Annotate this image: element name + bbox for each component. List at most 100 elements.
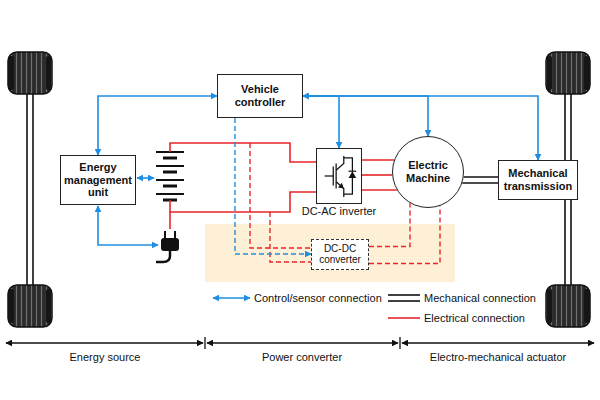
electrical-wire — [170, 143, 316, 229]
legend-sample — [388, 318, 420, 319]
drawing-part — [26, 94, 28, 285]
battery-symbol — [156, 152, 184, 200]
drawing-part — [170, 192, 316, 212]
axle — [27, 94, 571, 285]
electrical-connection-dashed — [369, 203, 440, 263]
control-connection — [303, 96, 428, 136]
transistor-stroke — [344, 158, 353, 171]
drawing-part — [584, 289, 589, 323]
drawing-part — [156, 193, 184, 195]
drawing-part — [164, 231, 166, 238]
transistor-stroke — [336, 182, 344, 197]
drawing-part — [8, 52, 52, 94]
control-connection-dashed — [235, 118, 311, 254]
drawing-part — [46, 56, 51, 90]
node-label: Electric Machine — [403, 159, 453, 184]
diode-symbol — [349, 171, 357, 178]
drawing-part — [163, 171, 177, 174]
node-label: Mechanical transmission — [503, 167, 573, 192]
mechanical-connection — [462, 177, 498, 183]
drawing-part — [546, 285, 590, 327]
node-label: DC-AC inverter — [302, 205, 377, 218]
transmission-box: Mechanical transmission — [498, 160, 578, 200]
mechanical-connection-line — [462, 182, 498, 184]
legend-sample-line — [213, 297, 250, 299]
transistor-arrow — [338, 183, 344, 189]
drawing-part — [156, 251, 170, 262]
node-label: Vehicle controller — [222, 83, 298, 108]
drawing-part — [570, 200, 572, 285]
transistor-stroke — [336, 164, 337, 189]
transistor-stroke — [344, 178, 353, 194]
drawing-part — [564, 200, 566, 285]
drawing-part — [6, 342, 203, 343]
drawing-part — [163, 157, 177, 160]
section-bracket — [6, 337, 594, 349]
plug-symbol — [156, 231, 179, 262]
drawing-part — [169, 212, 171, 229]
drawing-part — [32, 94, 34, 285]
section-label: Electro-mechanical actuator — [430, 350, 566, 364]
electrical-connection-line — [362, 174, 392, 176]
electrical-wire-dashed — [250, 143, 311, 262]
legend-sample — [388, 295, 420, 301]
section-label: Energy source — [70, 350, 141, 364]
drawing-part — [46, 289, 51, 323]
electrical-connection-line — [362, 159, 394, 161]
drawing-part — [547, 56, 552, 90]
transistor-symbol — [317, 149, 361, 203]
control-connection-dashed-line — [235, 118, 311, 254]
drawing-part — [204, 337, 205, 349]
legend-text: Control/sensor connection — [254, 291, 382, 305]
transistor-stroke — [333, 166, 334, 185]
drawing-part — [250, 143, 311, 248]
tire — [8, 52, 590, 327]
drawing-part — [570, 94, 572, 160]
drawing-part — [564, 94, 566, 160]
control-connection — [303, 96, 339, 148]
transistor-stroke — [336, 156, 344, 170]
drawing-part — [156, 165, 184, 167]
drawing-part — [8, 285, 52, 327]
control-connection-line — [303, 96, 339, 148]
drawing-part — [207, 342, 398, 343]
inverter-box: DC-AC inverter — [316, 148, 362, 204]
legend-sample — [213, 298, 250, 299]
drawing-part — [9, 56, 14, 90]
control-connection — [98, 96, 217, 155]
electrical-connection-line — [362, 189, 397, 191]
converter-box: DC-DC converter — [311, 239, 369, 270]
node-label: Energy management unit — [64, 161, 132, 199]
electrical-connection-dashed-line — [369, 206, 440, 264]
drawing-part — [9, 289, 14, 323]
control-connection-line — [303, 96, 428, 136]
management-box: Energy management unit — [60, 155, 136, 205]
legend-text: Electrical connection — [424, 311, 525, 325]
legend-sample-line — [388, 294, 420, 296]
transistor-stroke — [325, 175, 334, 176]
drawing-part — [163, 185, 177, 188]
highlight-band — [205, 224, 455, 282]
drawing-part — [399, 337, 400, 349]
node-label: DC-DC converter — [314, 243, 366, 266]
section-label: Power converter — [262, 350, 342, 364]
drawing-part — [161, 238, 179, 251]
drawing-part — [170, 143, 316, 162]
drawing-part — [156, 179, 184, 181]
machine-circle: Electric Machine — [392, 136, 464, 208]
drawing-part — [547, 289, 552, 323]
drawing-part — [402, 342, 594, 343]
drawing-part — [584, 56, 589, 90]
controller-box: Vehicle controller — [217, 74, 303, 118]
legend-sample-line — [388, 300, 420, 302]
drawing-part — [546, 52, 590, 94]
drawing-part — [137, 177, 154, 179]
tire-sidewall — [9, 56, 589, 323]
legend-text: Mechanical connection — [424, 291, 536, 305]
drawing-part — [174, 231, 176, 238]
mechanical-connection-line — [464, 176, 498, 178]
drawing-part — [98, 206, 158, 245]
legend-sample-line — [388, 317, 420, 319]
